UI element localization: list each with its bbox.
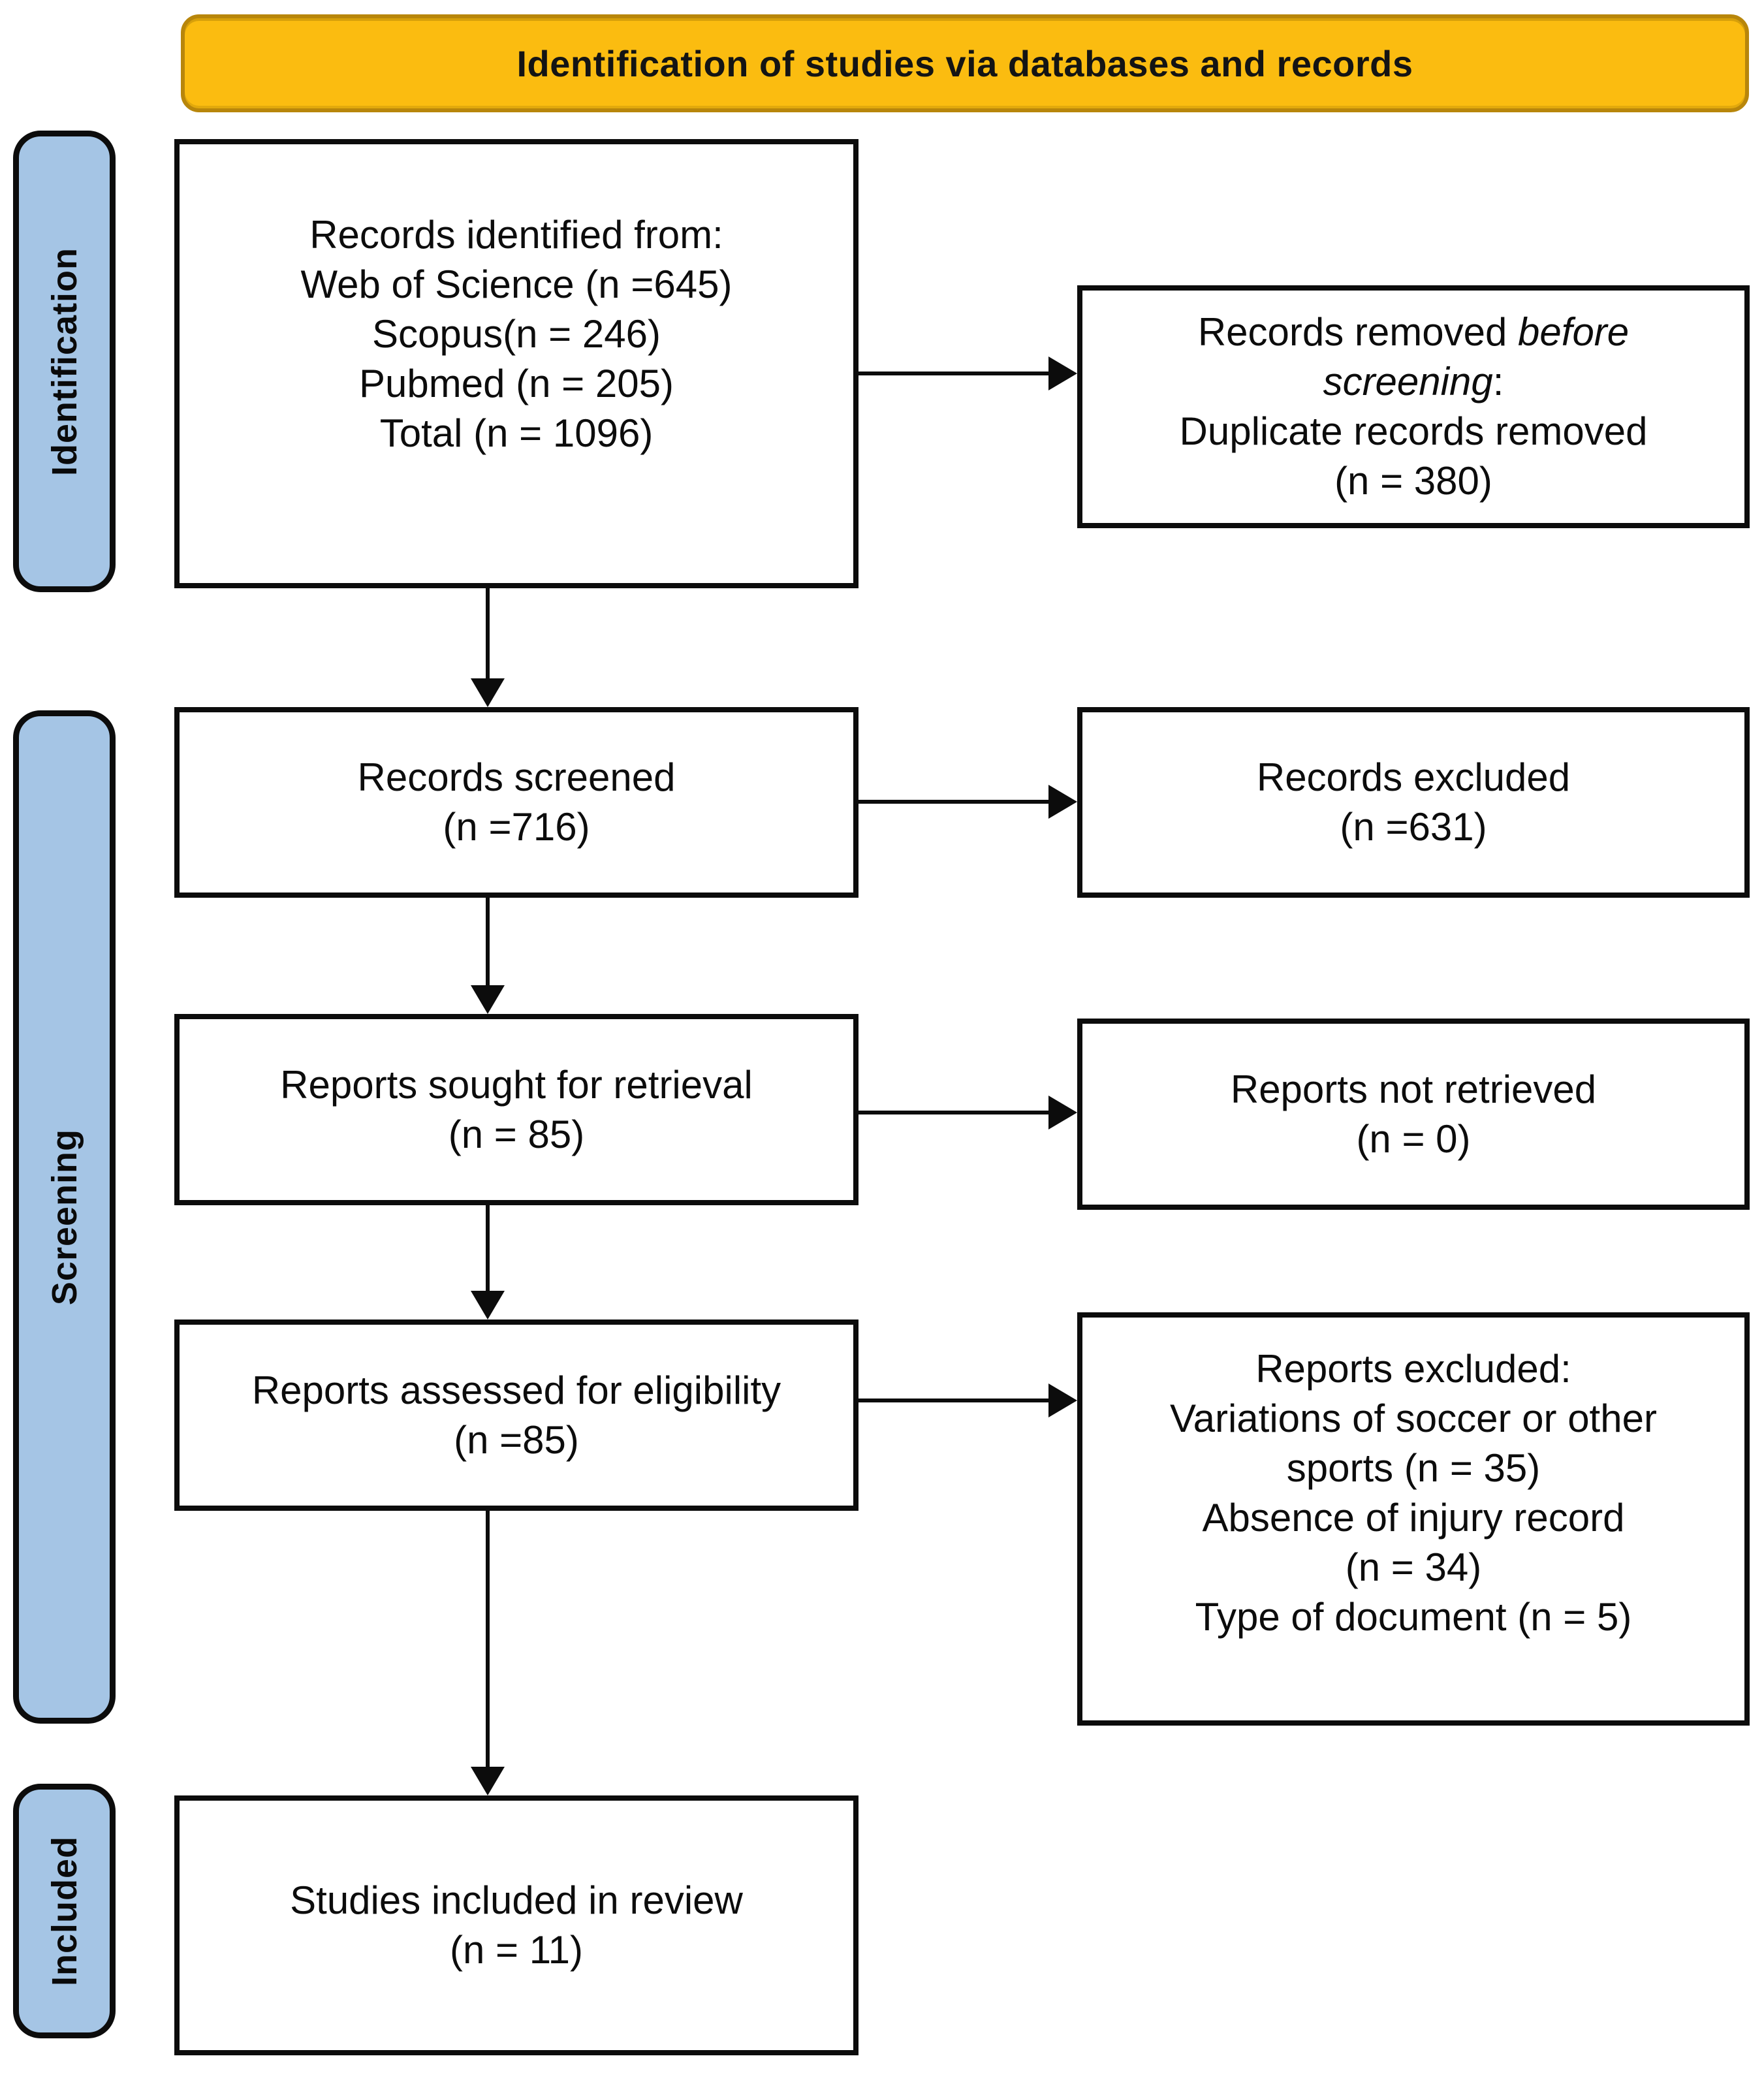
box-studies-included-in-review: Studies included in review (n = 11) <box>174 1795 858 2055</box>
arrow-right-head-icon <box>1048 1383 1077 1417</box>
arrow-line <box>858 1399 1050 1402</box>
stage-label-screening: Screening <box>13 710 116 1724</box>
diagram-title: Identification of studies via databases … <box>516 42 1413 84</box>
text-line: Web of Science (n =645) <box>300 262 732 306</box>
text-line: sports (n = 35) <box>1286 1446 1541 1490</box>
arrow-down-head-icon <box>471 985 505 1014</box>
arrow-right-head-icon <box>1048 1096 1077 1130</box>
arrow-line <box>486 588 490 680</box>
text-line: (n =631) <box>1340 805 1487 849</box>
arrow-down-head-icon <box>471 678 505 707</box>
arrow-line <box>858 1111 1050 1114</box>
text-line: Records excluded <box>1256 755 1571 799</box>
text-line: (n = 0) <box>1356 1116 1471 1161</box>
text-line: Reports not retrieved <box>1230 1067 1597 1111</box>
text-line: Reports sought for retrieval <box>280 1062 753 1107</box>
box-reports-excluded: Reports excluded: Variations of soccer or… <box>1077 1312 1750 1726</box>
diagram-title-banner: Identification of studies via databases … <box>181 14 1749 112</box>
text-line: (n =716) <box>443 805 590 849</box>
text-line: Duplicate records removed <box>1179 409 1648 453</box>
text-line: (n = 85) <box>448 1112 585 1156</box>
box-reports-sought-for-retrieval: Reports sought for retrieval (n = 85) <box>174 1014 858 1205</box>
stage-label-included-text: Included <box>44 1835 84 1986</box>
text-line: Pubmed (n = 205) <box>359 362 674 405</box>
box-reports-not-retrieved: Reports not retrieved (n = 0) <box>1077 1019 1750 1210</box>
text-line: (n = 11) <box>450 1928 583 1972</box>
text-line: Records identified from: <box>309 213 723 257</box>
text-line: screening: <box>1323 360 1504 403</box>
text-line: (n = 34) <box>1345 1545 1482 1589</box>
text-line: Absence of injury record <box>1202 1495 1625 1540</box>
box-records-removed-before-screening: Records removed before screening: Duplicat… <box>1077 285 1750 528</box>
arrow-right-head-icon <box>1048 785 1077 819</box>
arrow-line <box>486 898 490 987</box>
arrow-line <box>486 1511 490 1768</box>
text-line: Reports assessed for eligibility <box>251 1368 781 1412</box>
box-records-excluded: Records excluded (n =631) <box>1077 707 1750 898</box>
stage-label-included: Included <box>13 1784 116 2038</box>
text-line: (n = 380) <box>1334 459 1492 503</box>
text-line: Scopus(n = 246) <box>372 312 661 356</box>
box-records-identified: Records identified from: Web of Science (… <box>174 139 858 588</box>
arrow-line <box>858 371 1050 375</box>
text-line: Type of document (n = 5) <box>1195 1594 1632 1639</box>
arrow-down-head-icon <box>471 1291 505 1320</box>
text-line: Total (n = 1096) <box>379 411 654 455</box>
text-line: (n =85) <box>454 1417 579 1462</box>
stage-label-screening-text: Screening <box>44 1128 84 1306</box>
stage-label-identification: Identification <box>13 131 116 592</box>
text-line: Records screened <box>357 755 676 799</box>
arrow-down-head-icon <box>471 1767 505 1795</box>
stage-label-identification-text: Identification <box>44 247 84 476</box>
box-reports-assessed-for-eligibility: Reports assessed for eligibility (n =85) <box>174 1320 858 1511</box>
text-line: Records removed before <box>1197 310 1630 354</box>
arrow-right-head-icon <box>1048 356 1077 390</box>
text-line: Variations of soccer or other <box>1170 1396 1657 1440</box>
arrow-line <box>486 1205 490 1292</box>
text-line: Studies included in review <box>290 1878 743 1922</box>
text-line: Reports excluded: <box>1255 1346 1571 1391</box>
box-records-screened: Records screened (n =716) <box>174 707 858 898</box>
arrow-line <box>858 800 1050 804</box>
